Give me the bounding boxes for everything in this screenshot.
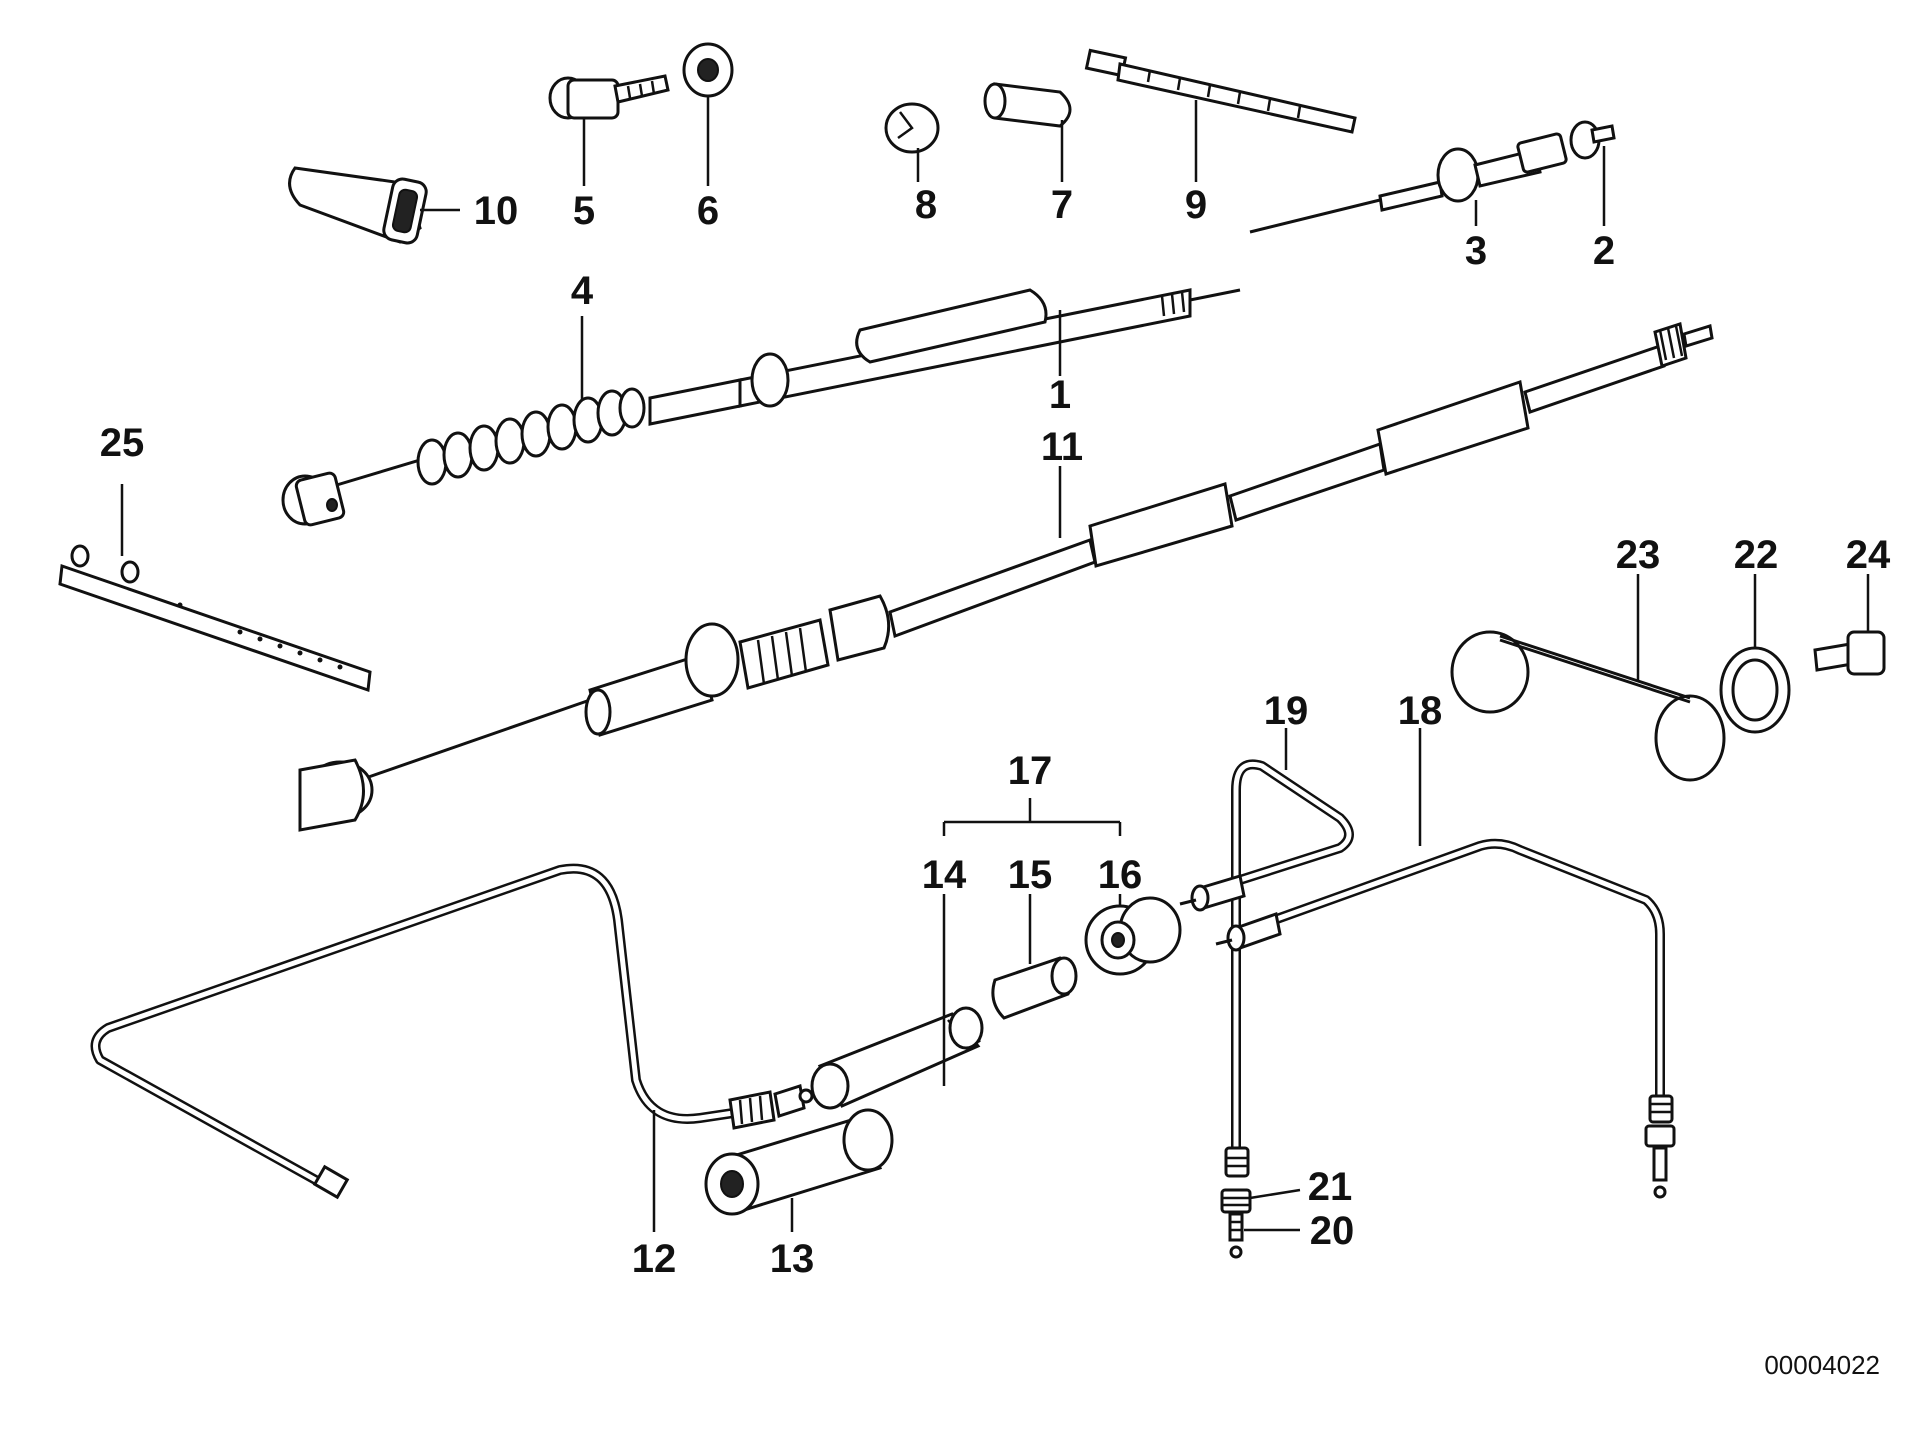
part-7-bushing-drawing [983, 82, 1072, 128]
callout-16: 16 [1098, 853, 1143, 897]
callout-18: 18 [1398, 689, 1443, 733]
callout-3: 3 [1465, 229, 1487, 273]
callout-10: 10 [474, 189, 519, 233]
part-10-boot-drawing [288, 166, 428, 245]
part-6-nut-drawing [682, 42, 734, 98]
callout-12: 12 [632, 1237, 677, 1281]
part-24-screw-drawing [1813, 630, 1886, 676]
callout-14: 14 [922, 853, 967, 897]
callout-21: 21 [1308, 1165, 1353, 1209]
part-8-sleeve-drawing [884, 102, 940, 154]
part-13-grip-drawing [704, 1108, 894, 1216]
callout-7: 7 [1051, 183, 1073, 227]
callout-22: 22 [1734, 533, 1779, 577]
part-19-line-drawing [1179, 759, 1354, 1178]
callout-labels: 1 2 3 4 5 6 7 8 9 10 11 12 13 14 15 16 1… [100, 183, 1891, 1281]
part-20-nipple-drawing [1228, 1212, 1244, 1259]
callout-1: 1 [1049, 373, 1071, 417]
callout-19: 19 [1264, 689, 1309, 733]
callout-11: 11 [1041, 425, 1083, 469]
callout-20: 20 [1310, 1209, 1355, 1253]
callout-2: 2 [1593, 229, 1615, 273]
part-4-spring-drawing [416, 387, 646, 486]
part-16-grommet-drawing [1084, 896, 1182, 976]
part-22-ring-drawing [1719, 646, 1791, 734]
part-23-spring-clip-drawing [1450, 630, 1726, 782]
callout-23: 23 [1616, 533, 1661, 577]
part-15-split-sleeve-drawing [991, 956, 1078, 1020]
callout-15: 15 [1008, 853, 1053, 897]
callout-8: 8 [915, 183, 937, 227]
diagram-reference-number: 00004022 [1764, 1350, 1880, 1380]
part-11-cable-drawing [298, 322, 1714, 832]
callout-5: 5 [573, 189, 595, 233]
part-1-clutch-cable-drawing [281, 120, 1616, 527]
part-25-strap-drawing [58, 544, 372, 693]
callout-13: 13 [770, 1237, 815, 1281]
part-5-bolt-drawing [548, 74, 670, 120]
part-21-fitting-drawing [1220, 1188, 1252, 1214]
part-12-bent-pipe-drawing [90, 863, 776, 1200]
callout-17: 17 [1008, 749, 1053, 793]
leader-lines [120, 96, 1870, 1232]
callout-25: 25 [100, 421, 145, 465]
callout-9: 9 [1185, 183, 1207, 227]
callout-24: 24 [1846, 533, 1891, 577]
part-14-connector-drawing [773, 1006, 984, 1118]
callout-6: 6 [697, 189, 719, 233]
part-18-line-drawing [1215, 838, 1676, 1199]
part-9-cable-tie-drawing [1084, 48, 1357, 134]
callout-4: 4 [571, 269, 594, 313]
